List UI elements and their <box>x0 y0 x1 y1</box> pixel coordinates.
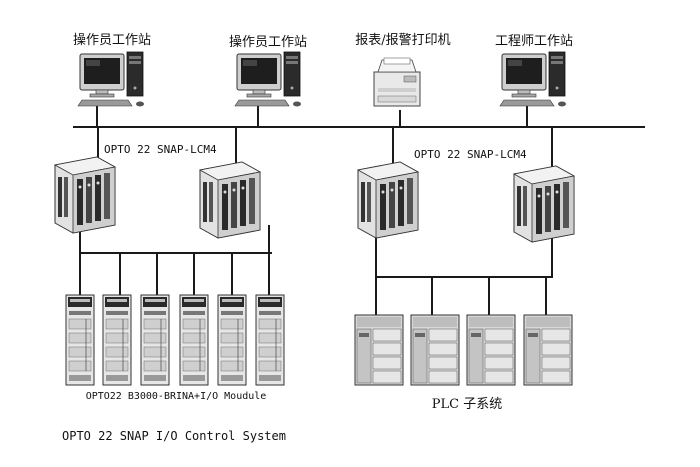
desktop-computer-icon <box>234 51 302 107</box>
io-module-rack-icon <box>140 294 170 386</box>
network-lines <box>73 106 645 315</box>
laser-printer-icon <box>373 57 421 107</box>
workstation-label: 操作员工作站 <box>73 32 151 48</box>
controller-group: OPTO 22 SNAP-LCM4 OPTO 22 SNAP-LCM4 <box>54 143 575 243</box>
workstation-label: 操作员工作站 <box>229 34 307 50</box>
desktop-computer-icon <box>77 51 145 107</box>
plc-group: PLC 子系统 <box>354 314 573 412</box>
plc-rack-icon <box>410 314 460 386</box>
snap-lcm4-controller-icon <box>199 161 261 239</box>
io-module-rack-icon <box>217 294 247 386</box>
snap-lcm4-controller-icon <box>357 161 419 239</box>
controller-label: OPTO 22 SNAP-LCM4 <box>414 148 527 161</box>
snap-lcm4-controller-icon <box>513 165 575 243</box>
io-group-label: OPTO22 B3000-BRINA+I/O Moudule <box>86 391 267 402</box>
plc-group-label: PLC 子系统 <box>432 397 502 412</box>
io-module-rack-icon <box>65 294 95 386</box>
desktop-computer-icon <box>499 51 567 107</box>
printer-label: 报表/报警打印机 <box>355 32 450 48</box>
system-title: OPTO 22 SNAP I/O Control System <box>62 429 286 443</box>
io-module-rack-icon <box>179 294 209 386</box>
workstation-label: 工程师工作站 <box>495 34 573 49</box>
snap-lcm4-controller-icon <box>54 156 116 234</box>
workstation-group: 操作员工作站 操作员工作站 报表/报警打印机 工程师工作站 <box>73 32 573 107</box>
plc-rack-icon <box>354 314 404 386</box>
io-module-group: OPTO22 B3000-BRINA+I/O Moudule <box>65 294 285 402</box>
controller-label: OPTO 22 SNAP-LCM4 <box>104 143 217 156</box>
plc-rack-icon <box>523 314 573 386</box>
plc-rack-icon <box>466 314 516 386</box>
io-module-rack-icon <box>255 294 285 386</box>
io-module-rack-icon <box>102 294 132 386</box>
